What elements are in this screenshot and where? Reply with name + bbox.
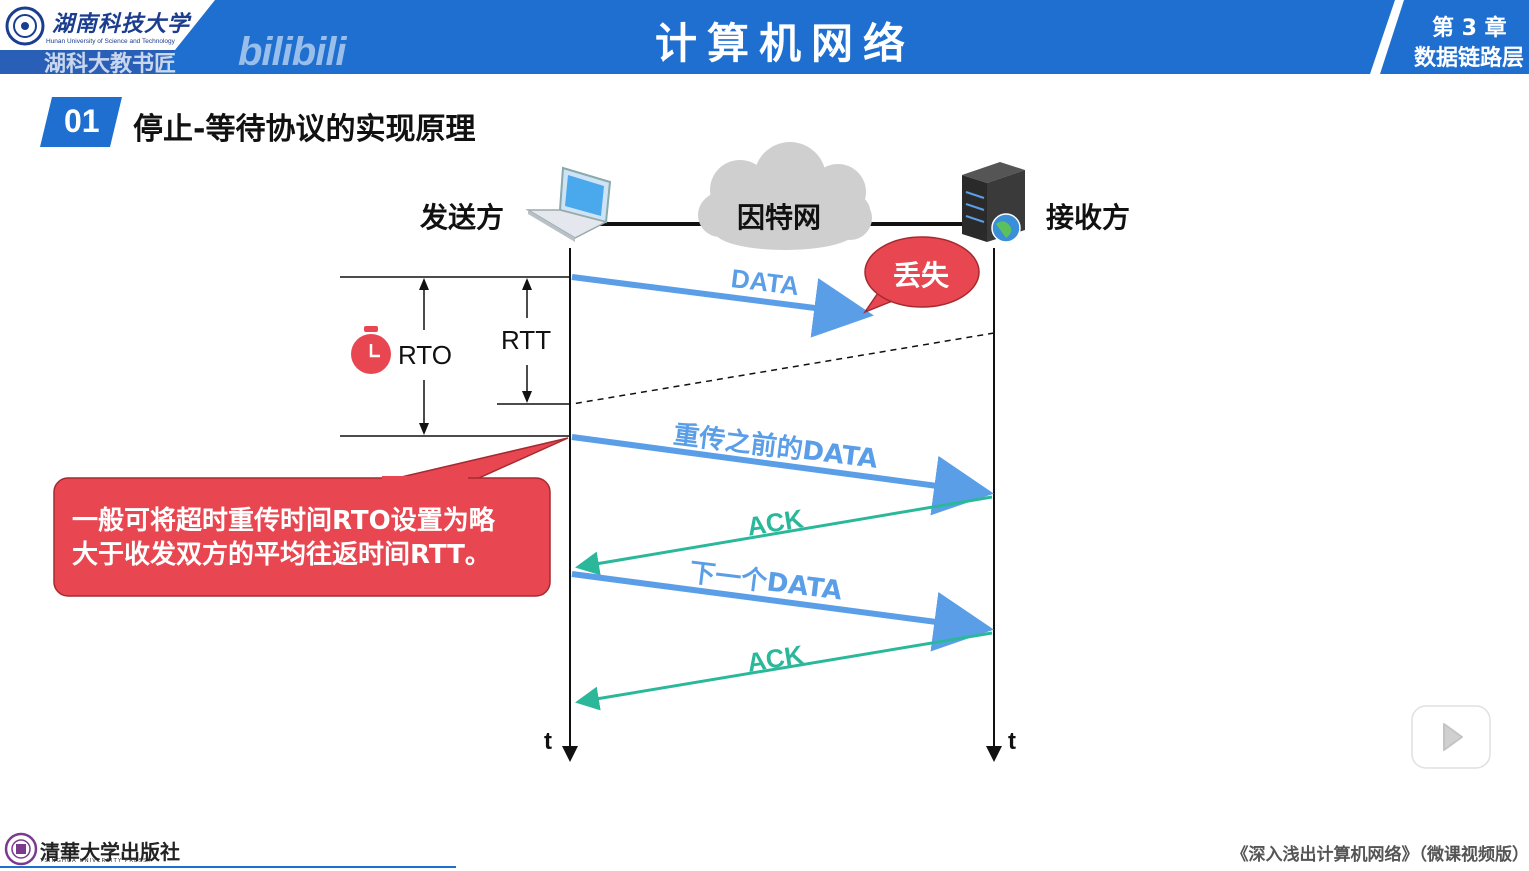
data-arrow-next <box>571 571 994 652</box>
data-arrow-lost <box>571 274 874 338</box>
receiver-label: 接收方 <box>1046 201 1131 234</box>
university-name: 湖南科技大学 <box>52 11 191 37</box>
rtt-label: RTT <box>501 325 552 355</box>
header-background <box>0 0 1529 74</box>
chapter-number: 第 3 章 <box>1432 16 1507 41</box>
play-button[interactable] <box>1410 694 1492 770</box>
internet-label: 因特网 <box>737 201 822 234</box>
watermark-channel: 湖科大教书匠 <box>44 52 177 77</box>
press-seal-icon <box>4 832 38 866</box>
sender-time-label: t <box>544 728 552 755</box>
rtt-arrowhead-bottom <box>522 391 532 403</box>
rto-label: RTO <box>398 340 452 370</box>
watermark-logo: bilibili <box>238 30 347 74</box>
data-arrow-retransmit <box>571 434 994 516</box>
university-name-en: Hunan University of Science and Technolo… <box>46 38 175 45</box>
course-title: 计算机网络 <box>655 19 916 68</box>
rto-note-text: 一般可将超时重传时间RTO设置为略 大于收发双方的平均往返时间RTT。 <box>72 504 542 572</box>
lost-label: 丢失 <box>893 259 950 292</box>
section-title: 停止-等待协议的实现原理 <box>133 112 476 147</box>
expected-ack-dashed <box>571 332 995 405</box>
ack-arrow-1 <box>575 495 993 576</box>
footer-progress-line <box>0 866 456 868</box>
book-title: 《深入浅出计算机网络》（微课视频版） <box>1231 845 1529 865</box>
lost-callout <box>862 236 980 314</box>
rto-note-callout <box>53 437 569 597</box>
internet-cloud-icon <box>698 142 872 250</box>
receiver-time-label: t <box>1008 728 1016 755</box>
rto-note-line-1: 一般可将超时重传时间RTO设置为略 <box>72 506 495 536</box>
chapter-name: 数据链路层 <box>1414 46 1525 71</box>
rto-arrowhead-top <box>419 278 429 290</box>
server-icon <box>962 162 1025 243</box>
sender-label: 发送方 <box>420 201 505 234</box>
rto-note-line-2: 大于收发双方的平均往返时间RTT。 <box>72 540 491 570</box>
header-bar: 湖南科技大学 Hunan University of Science and T… <box>0 0 1529 77</box>
rtt-arrowhead-top <box>522 278 532 290</box>
laptop-icon <box>525 166 612 242</box>
press-name: 清華大学出版社 <box>40 840 180 864</box>
section-number: 01 <box>64 103 100 139</box>
ack-arrow-2 <box>575 631 993 711</box>
section-badge <box>40 97 122 147</box>
rto-arrowhead-bottom <box>419 423 429 435</box>
stopwatch-icon <box>351 326 391 374</box>
press-name-en: TSINGHUA UNIVERSITY PRESS <box>40 858 148 864</box>
